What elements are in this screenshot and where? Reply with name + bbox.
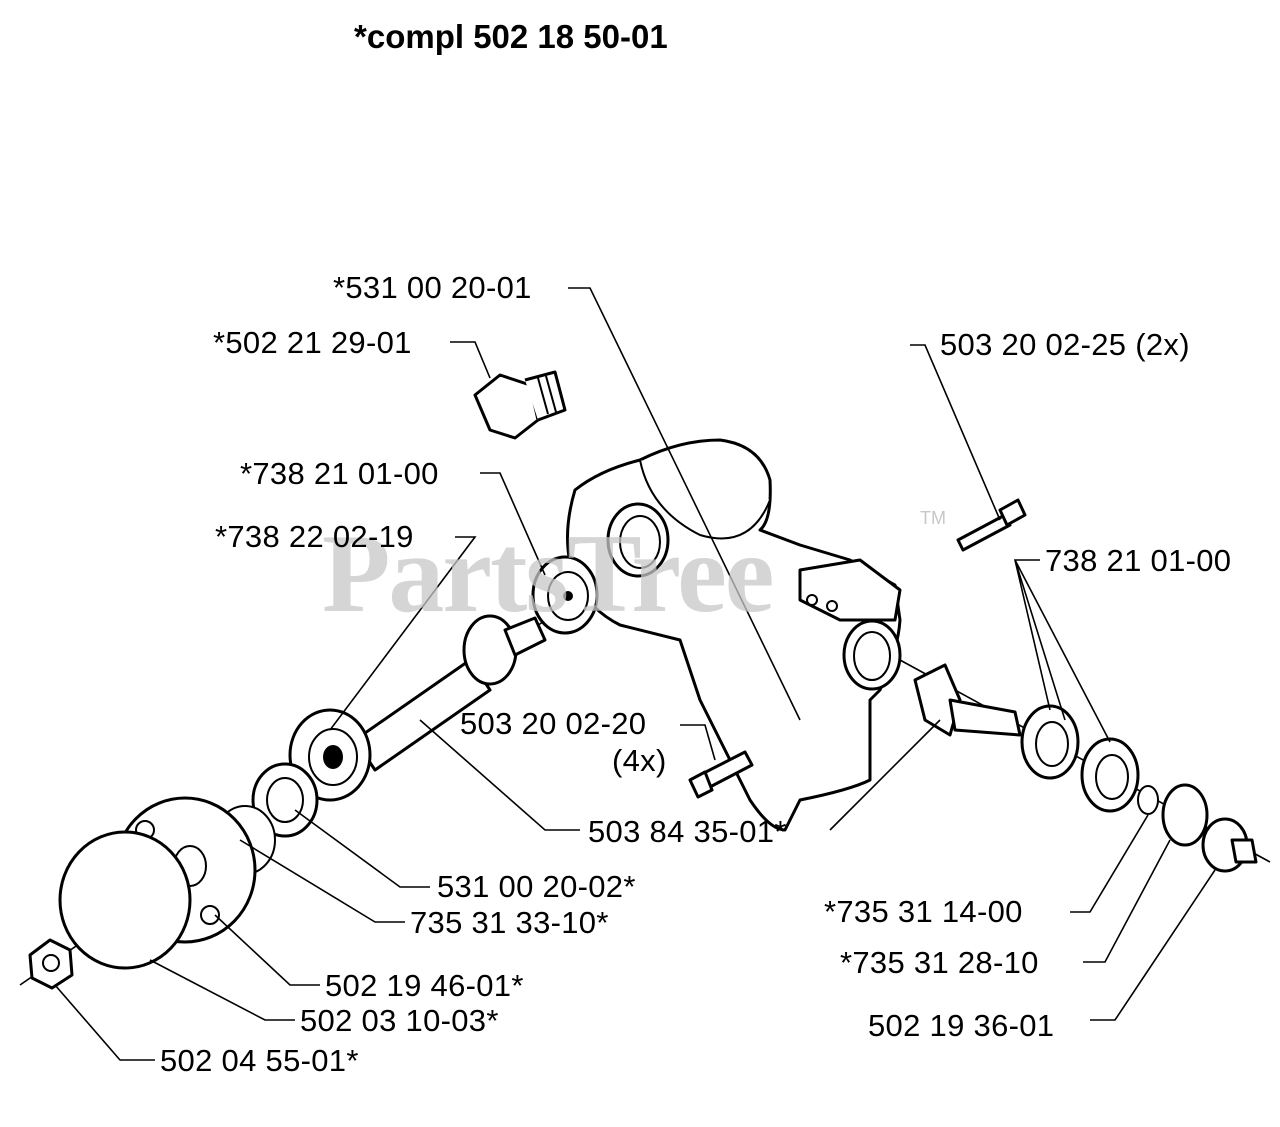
part-label: *738 21 01-00	[240, 456, 439, 491]
part-label: *531 00 20-01	[333, 270, 532, 305]
part-label: 503 20 02-20	[460, 706, 647, 741]
leader-735-31-33-10	[239, 839, 405, 923]
leader-502-19-46-01	[214, 914, 320, 986]
leader-531-00-20-02	[294, 809, 430, 888]
bearing-right-2	[1080, 737, 1140, 813]
leader-502-21-29-01	[450, 341, 491, 379]
part-label: 735 31 33-10*	[410, 905, 609, 940]
leader-503-20-02-25	[910, 344, 1001, 521]
leader-735-31-14-00	[1070, 814, 1149, 913]
plug-part	[473, 370, 567, 440]
leader-502-04-55-01	[54, 984, 155, 1061]
support-cup	[58, 830, 192, 970]
leader-735-31-28-10	[1083, 839, 1171, 963]
leader-502-03-10-03	[149, 959, 295, 1021]
part-label: 503 20 02-25 (2x)	[940, 327, 1190, 362]
leader-738-22-02-19	[329, 536, 477, 731]
part-label: (4x)	[612, 743, 667, 778]
assembly-title: *compl 502 18 50-01	[354, 18, 668, 55]
watermark-trademark: TM	[920, 508, 946, 528]
bearing-upper	[531, 555, 599, 635]
watermark: PartsTree	[322, 512, 775, 636]
leader-503-20-02-20	[680, 724, 716, 761]
part-label: 503 84 35-01*	[588, 814, 787, 849]
part-label: *502 21 29-01	[213, 325, 412, 360]
leader-502-19-36-01	[1090, 869, 1216, 1021]
screw-lower	[688, 750, 754, 799]
part-label: *735 31 28-10	[840, 945, 1039, 980]
part-label: 738 21 01-00	[1045, 543, 1232, 578]
bearing-right-1	[1020, 704, 1080, 780]
part-label: *735 31 14-00	[824, 894, 1023, 929]
bevel-gear	[913, 663, 1022, 737]
leader-531-00-20-01	[568, 287, 801, 721]
leader-738-21-01-00-left	[480, 472, 546, 576]
leader-503-84-35-01	[419, 719, 941, 831]
bushing-right	[1201, 817, 1258, 873]
leader-738-21-01-00-right	[1013, 559, 1111, 743]
part-label: 502 19 36-01	[868, 1008, 1055, 1043]
gear-housing	[566, 438, 902, 832]
part-label: 502 19 46-01*	[325, 968, 524, 1003]
part-label: 502 04 55-01*	[160, 1043, 359, 1078]
part-label: *738 22 02-19	[215, 519, 414, 554]
part-label: 531 00 20-02*	[437, 869, 636, 904]
lock-nut	[28, 938, 74, 990]
part-label: 502 03 10-03*	[300, 1003, 499, 1038]
small-ring-right	[1137, 785, 1159, 815]
screw-upper-right	[956, 498, 1027, 552]
circlip-right	[1161, 783, 1209, 847]
